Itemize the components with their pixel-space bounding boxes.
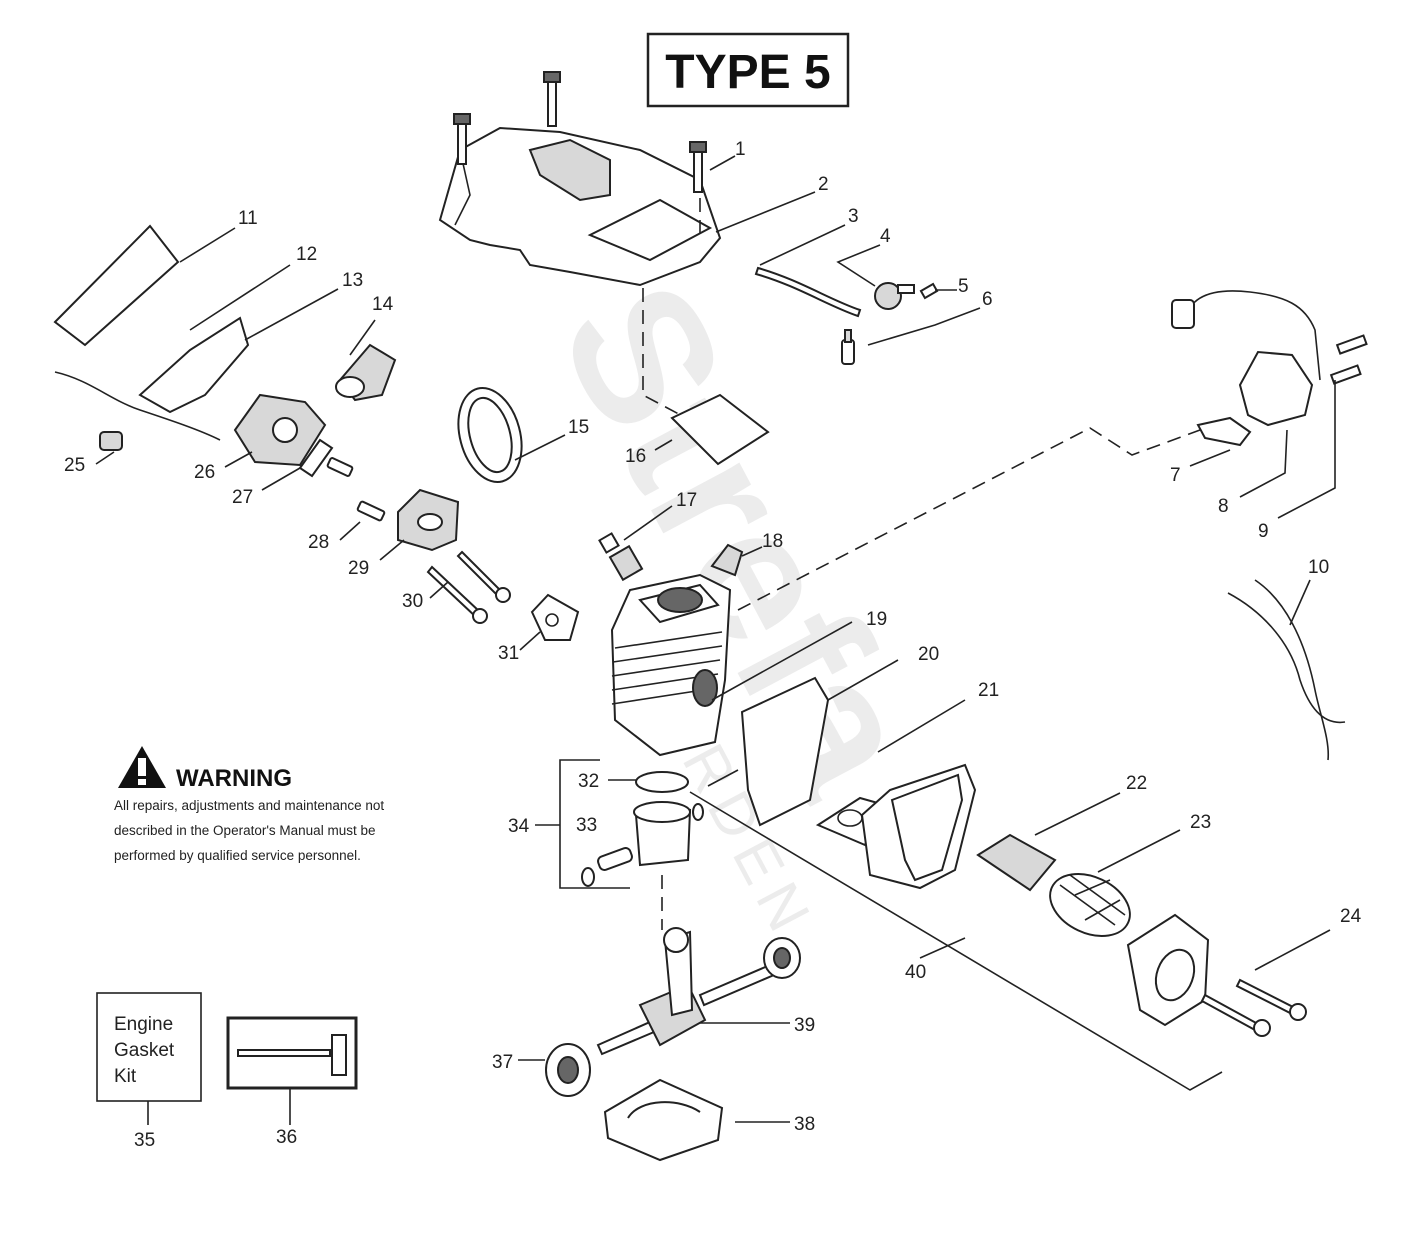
callout-36: 36 bbox=[276, 1127, 297, 1148]
spark-cap bbox=[710, 543, 744, 577]
callout-5: 5 bbox=[958, 276, 969, 297]
callout-22: 22 bbox=[1126, 773, 1147, 794]
kit-line-3: Kit bbox=[114, 1066, 137, 1087]
kit-line-1: Engine bbox=[114, 1014, 173, 1035]
cover-screws bbox=[453, 71, 707, 193]
muffler-cover bbox=[1126, 913, 1210, 1027]
callout-17: 17 bbox=[676, 490, 697, 511]
callout-6: 6 bbox=[982, 289, 993, 310]
callout-numbers: 1 2 3 4 5 6 7 8 9 10 11 12 13 14 15 16 1… bbox=[64, 139, 1362, 1151]
callout-28: 28 bbox=[308, 532, 329, 553]
bearing-right bbox=[763, 937, 801, 979]
callout-11: 11 bbox=[238, 208, 258, 229]
retainer-a bbox=[581, 867, 595, 887]
callout-34: 34 bbox=[508, 816, 530, 837]
callout-39: 39 bbox=[794, 1015, 815, 1036]
long-screws bbox=[426, 550, 511, 624]
callout-23: 23 bbox=[1190, 812, 1211, 833]
spark-plug bbox=[598, 532, 644, 582]
callout-24: 24 bbox=[1340, 906, 1362, 927]
callout-13: 13 bbox=[342, 270, 363, 291]
carb-gasket bbox=[298, 438, 334, 478]
filter-ring bbox=[457, 386, 523, 484]
grommet bbox=[99, 431, 123, 451]
piston-ring bbox=[635, 771, 689, 793]
callout-3: 3 bbox=[848, 206, 859, 227]
callout-20: 20 bbox=[918, 644, 939, 665]
wire-harness bbox=[1227, 579, 1346, 761]
callout-29: 29 bbox=[348, 558, 369, 579]
carburetor bbox=[233, 393, 327, 467]
callout-1: 1 bbox=[735, 139, 746, 160]
type-title-box: TYPE 5 bbox=[646, 32, 850, 108]
callout-12: 12 bbox=[296, 244, 317, 265]
callout-15: 15 bbox=[568, 417, 589, 438]
callout-33: 33 bbox=[576, 815, 597, 836]
hose bbox=[754, 266, 862, 318]
decal bbox=[670, 393, 770, 466]
warning-line-3: performed by qualified service personnel… bbox=[114, 848, 361, 863]
piston-bracket bbox=[559, 759, 630, 889]
ignition-module bbox=[1171, 290, 1368, 447]
callout-18: 18 bbox=[762, 531, 783, 552]
callout-27: 27 bbox=[232, 487, 253, 508]
crankshaft bbox=[596, 927, 776, 1056]
throttle-linkage bbox=[54, 316, 250, 441]
crankcase-half bbox=[603, 1078, 724, 1162]
intake-boot bbox=[335, 343, 397, 402]
cylinder bbox=[610, 573, 732, 757]
retainer-b bbox=[692, 803, 704, 821]
muffler-body bbox=[860, 763, 977, 890]
piston bbox=[633, 801, 692, 867]
callout-19: 19 bbox=[866, 609, 887, 630]
callout-4: 4 bbox=[880, 226, 891, 247]
callout-10: 10 bbox=[1308, 557, 1329, 578]
callout-35: 35 bbox=[134, 1130, 155, 1151]
warning-title: WARNING bbox=[176, 765, 292, 792]
piston-pin bbox=[597, 847, 633, 871]
tool-kit-box bbox=[226, 1016, 358, 1125]
valve bbox=[874, 282, 915, 310]
callout-32: 32 bbox=[578, 771, 599, 792]
callout-8: 8 bbox=[1218, 496, 1229, 517]
type-title: TYPE 5 bbox=[665, 46, 830, 99]
leader-lines bbox=[95, 155, 1336, 1123]
callout-2: 2 bbox=[818, 174, 829, 195]
bolt-28 bbox=[356, 500, 386, 522]
clip bbox=[919, 282, 939, 300]
warning-line-1: All repairs, adjustments and maintenance… bbox=[114, 798, 384, 813]
bolt-27top bbox=[326, 457, 354, 477]
callout-25: 25 bbox=[64, 455, 85, 476]
intake-adapter bbox=[397, 488, 460, 552]
callout-16: 16 bbox=[625, 446, 646, 467]
fuel-filter bbox=[841, 329, 855, 365]
callout-30: 30 bbox=[402, 591, 423, 612]
callout-9: 9 bbox=[1258, 521, 1269, 542]
callout-37: 37 bbox=[492, 1052, 513, 1073]
callout-31: 31 bbox=[498, 643, 519, 664]
heat-shield bbox=[740, 676, 830, 827]
engine-gasket-kit-box: Engine Gasket Kit bbox=[96, 992, 202, 1125]
callout-26: 26 bbox=[194, 462, 215, 483]
callout-40: 40 bbox=[905, 962, 926, 983]
warning-block: WARNING All repairs, adjustments and mai… bbox=[114, 746, 384, 863]
spark-screen bbox=[1049, 873, 1131, 937]
top-cover bbox=[438, 126, 722, 287]
callout-7: 7 bbox=[1170, 465, 1181, 486]
spark-deflector bbox=[976, 833, 1057, 892]
kit-line-2: Gasket bbox=[114, 1040, 175, 1061]
bearing-left bbox=[545, 1043, 591, 1097]
callout-21: 21 bbox=[978, 680, 999, 701]
muffler-bolts bbox=[1200, 978, 1307, 1037]
air-filter bbox=[53, 224, 180, 347]
callout-14: 14 bbox=[372, 294, 394, 315]
warning-line-2: described in the Operator's Manual must … bbox=[114, 823, 375, 838]
callout-38: 38 bbox=[794, 1114, 815, 1135]
